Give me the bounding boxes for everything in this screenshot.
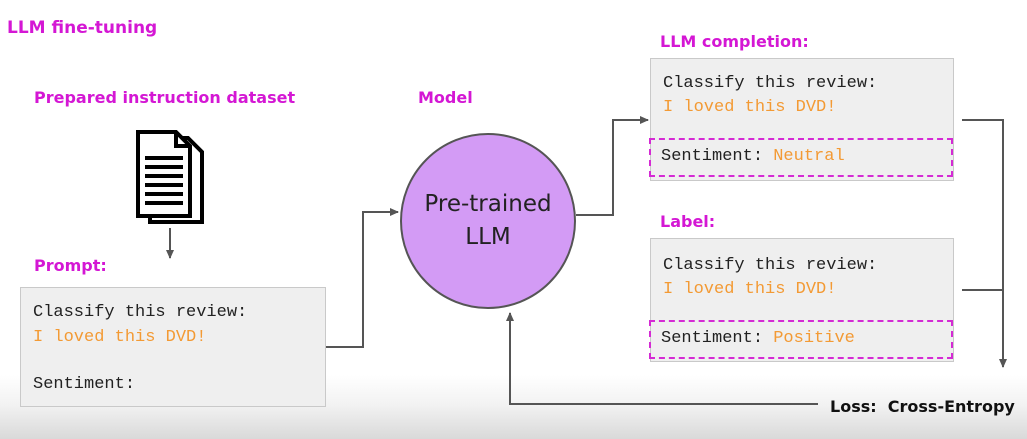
label-heading: Label:	[660, 212, 716, 231]
model-line2: LLM	[465, 224, 511, 250]
label-sentiment-value: Positive	[773, 329, 855, 348]
completion-review: I loved this DVD!	[663, 98, 837, 117]
document-stack-icon	[136, 130, 204, 224]
model-label: Model	[418, 88, 473, 107]
completion-instruction: Classify this review:	[663, 74, 878, 93]
dataset-label: Prepared instruction dataset	[34, 88, 296, 107]
loss-to-model-arrow	[506, 312, 818, 405]
label-box: Classify this review: I loved this DVD! …	[649, 238, 954, 362]
prompt-instruction: Classify this review:	[33, 303, 248, 322]
prompt-to-model-arrow	[326, 208, 399, 348]
prompt-box: Classify this review: I loved this DVD! …	[20, 287, 326, 407]
prompt-sentiment: Sentiment:	[33, 375, 136, 394]
prompt-review: I loved this DVD!	[33, 328, 207, 347]
diagram-title: LLM fine-tuning	[7, 18, 158, 38]
model-line1: Pre-trained	[424, 191, 552, 217]
pretrained-llm-node: Pre-trained LLM	[400, 133, 576, 309]
label-sentiment-highlight: Sentiment: Positive	[649, 320, 953, 359]
completion-to-loss-line	[962, 119, 1007, 368]
completion-label: LLM completion:	[660, 32, 809, 51]
label-sentiment-key: Sentiment:	[661, 329, 764, 348]
label-sentiment: Sentiment: Positive	[661, 329, 855, 348]
completion-sentiment: Sentiment: Neutral	[661, 147, 845, 166]
prompt-label: Prompt:	[34, 256, 107, 275]
label-review: I loved this DVD!	[663, 280, 837, 299]
completion-sentiment-value: Neutral	[773, 147, 845, 166]
loss-label: Loss: Cross-Entropy	[830, 397, 1015, 416]
completion-sentiment-key: Sentiment:	[661, 147, 764, 166]
completion-box: Classify this review: I loved this DVD! …	[649, 58, 954, 181]
model-to-completion-arrow	[576, 116, 649, 216]
label-instruction: Classify this review:	[663, 256, 878, 275]
completion-sentiment-highlight: Sentiment: Neutral	[649, 138, 953, 177]
